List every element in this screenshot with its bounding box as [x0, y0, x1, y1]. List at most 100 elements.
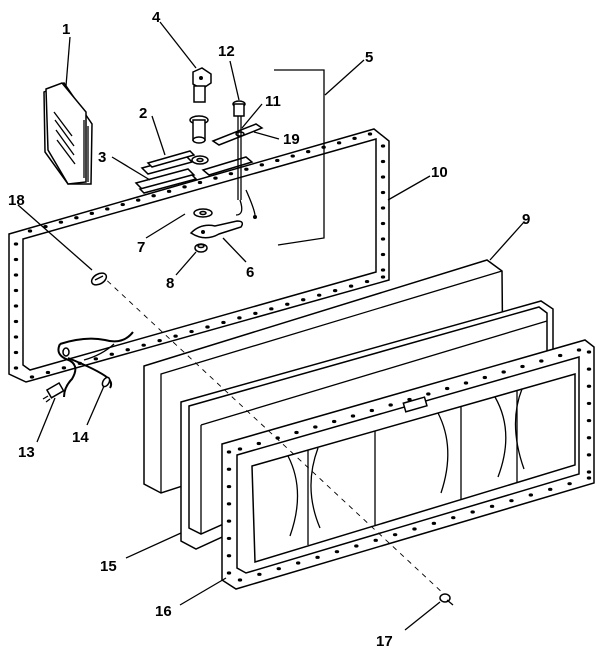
- door-hole: [276, 567, 281, 571]
- frame-hole: [13, 350, 19, 355]
- callout-4: 4: [152, 9, 161, 26]
- callout-labels: 1 2 3 4 5 6 7 8 9 10 11 12 13 14 15 16 1…: [8, 9, 530, 650]
- alignment-line: [99, 273, 446, 596]
- frame-hole: [13, 366, 19, 370]
- frame-hole: [27, 229, 33, 233]
- door-hole: [586, 470, 592, 474]
- callout-16: 16: [155, 603, 172, 620]
- frame-hole: [380, 268, 386, 272]
- callout-13: 13: [18, 444, 35, 461]
- frame-hole: [74, 216, 79, 220]
- frame-hole: [13, 288, 19, 293]
- callout-2: 2: [139, 105, 147, 122]
- frame-hole: [197, 180, 203, 185]
- door-hole: [354, 544, 359, 548]
- frame-hole: [13, 273, 19, 277]
- part-18-clip: [90, 272, 108, 286]
- frame-hole: [269, 307, 274, 311]
- door-hole: [388, 403, 393, 407]
- door-hole: [431, 521, 437, 525]
- door-hole: [369, 408, 375, 413]
- callout-19: 19: [283, 131, 300, 148]
- door-hole: [315, 555, 320, 559]
- door-hole: [528, 493, 534, 497]
- frame-hole: [221, 320, 226, 325]
- door-hole: [237, 447, 243, 451]
- frame-hole: [13, 335, 19, 339]
- frame-hole: [151, 194, 156, 198]
- door-hole: [237, 578, 243, 582]
- frame-hole: [120, 202, 125, 207]
- frame-hole: [380, 159, 386, 164]
- door-hole: [509, 499, 514, 503]
- frame-hole: [380, 144, 386, 148]
- frame-hole: [380, 237, 386, 241]
- door-hole: [226, 554, 232, 558]
- door-hole: [586, 367, 592, 371]
- callout-5-bracket: [274, 69, 325, 246]
- frame-hole: [367, 132, 373, 136]
- door-hole: [586, 384, 592, 388]
- frame-hole: [29, 375, 35, 379]
- part-4-lock: [189, 67, 212, 165]
- door-hole: [226, 571, 232, 575]
- door-hole: [470, 510, 475, 514]
- part-6-7-8-hinge: [189, 208, 244, 253]
- callout-8: 8: [166, 275, 174, 292]
- frame-hole: [237, 316, 242, 320]
- frame-hole: [380, 175, 386, 179]
- door-hole: [412, 527, 417, 531]
- door-hole: [489, 504, 495, 508]
- frame-hole: [141, 343, 146, 347]
- part-17-screw: [439, 593, 454, 606]
- frame-hole: [316, 293, 322, 297]
- frame-hole: [228, 172, 234, 176]
- door-hole: [586, 401, 592, 406]
- frame-hole: [109, 352, 114, 356]
- door-hole: [451, 516, 456, 520]
- door-hole: [586, 418, 592, 423]
- callout-3: 3: [98, 149, 106, 166]
- door-hole: [567, 482, 572, 486]
- frame-hole: [13, 242, 19, 246]
- door-hole: [313, 425, 318, 429]
- callout-18: 18: [8, 192, 25, 209]
- door-hole: [520, 364, 525, 369]
- frame-hole: [13, 257, 19, 262]
- callout-6: 6: [246, 264, 254, 281]
- frame-hole: [380, 252, 386, 257]
- callout-5: 5: [365, 49, 373, 66]
- door-hole: [334, 550, 340, 554]
- frame-hole: [189, 329, 194, 334]
- frame-hole: [332, 289, 338, 293]
- door-hole: [539, 359, 544, 363]
- door-hole: [226, 536, 232, 541]
- frame-hole: [166, 189, 172, 193]
- frame-hole: [380, 206, 386, 210]
- callout-9: 9: [522, 211, 530, 228]
- part-10-frame: [8, 128, 390, 383]
- frame-hole: [348, 284, 354, 288]
- callout-12: 12: [218, 43, 235, 60]
- part-11-12-19-latch: [211, 100, 264, 219]
- frame-hole: [45, 370, 51, 375]
- callout-1: 1: [62, 21, 70, 38]
- frame-hole: [157, 339, 162, 343]
- door-hole: [557, 353, 563, 358]
- door-hole: [586, 476, 592, 480]
- frame-hole: [380, 221, 386, 226]
- callout-10: 10: [431, 164, 448, 181]
- callout-11: 11: [265, 93, 281, 110]
- frame-hole: [290, 154, 295, 158]
- frame-hole: [13, 304, 19, 308]
- door-hole: [586, 436, 592, 440]
- frame-hole: [105, 207, 110, 211]
- door-hole: [407, 397, 412, 402]
- frame-hole: [173, 334, 178, 338]
- callout-7: 7: [137, 239, 145, 256]
- frame-hole: [259, 163, 265, 167]
- callout-15: 15: [100, 558, 117, 575]
- part-16-door-panel: [221, 339, 595, 590]
- frame-hole: [285, 302, 290, 306]
